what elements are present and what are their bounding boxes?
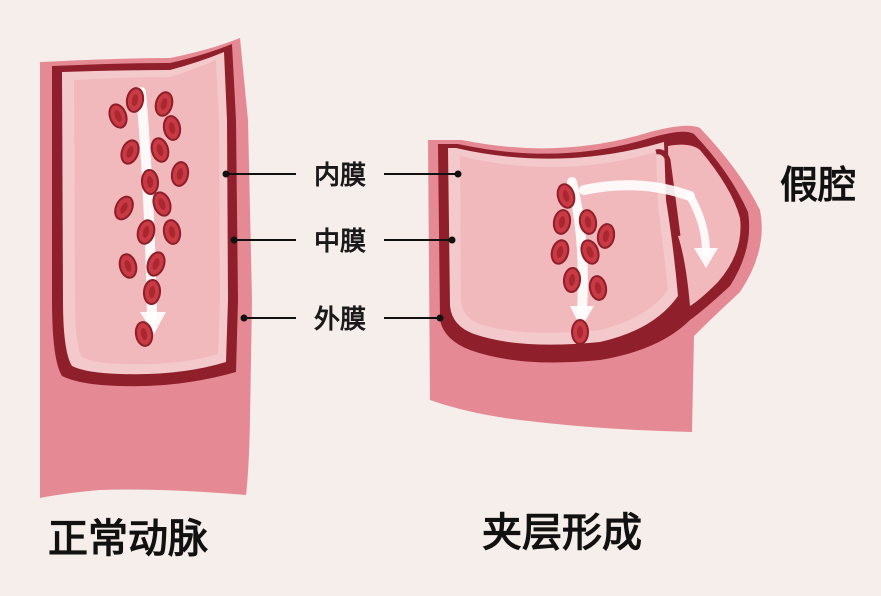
blood-cell-center xyxy=(146,176,154,188)
dissection-blood-cells xyxy=(550,183,616,345)
blood-cell-center xyxy=(148,286,156,298)
blood-cell-center xyxy=(131,94,139,106)
blood-cell-center xyxy=(168,122,176,134)
blood-cell-center xyxy=(120,202,128,214)
intima-leader-left-dot xyxy=(222,170,230,178)
blood-cell-center xyxy=(124,260,132,272)
blood-cell-center xyxy=(577,326,583,338)
blood-cell-center xyxy=(602,230,610,242)
media-leader-right-dot xyxy=(448,236,456,244)
label-normal-artery: 正常动脉 xyxy=(48,516,209,562)
adventitia-leader-left-dot xyxy=(240,314,248,322)
blood-cell-center xyxy=(176,168,184,180)
label-dissection-formation: 夹层形成 xyxy=(482,510,642,556)
blood-cell-center xyxy=(142,226,150,238)
blood-cell-center xyxy=(584,216,592,228)
blood-cell-center xyxy=(156,144,164,156)
blood-cell-center xyxy=(126,146,134,158)
label-adventitia: 外膜 xyxy=(314,305,366,335)
normal-artery-illustration xyxy=(40,38,252,498)
blood-cell-center xyxy=(568,274,576,286)
adventitia-leader-right-dot xyxy=(436,314,444,322)
label-intima: 内膜 xyxy=(314,161,366,191)
blood-cell-center xyxy=(114,110,122,122)
blood-cell-center xyxy=(558,216,566,228)
blood-cell-center xyxy=(158,198,166,210)
label-media: 中膜 xyxy=(314,227,366,257)
blood-cell-center xyxy=(168,226,176,238)
label-false-lumen: 假腔 xyxy=(780,163,856,207)
intima-leader-right-dot xyxy=(454,170,462,178)
blood-cell-center xyxy=(586,246,594,258)
intimal-flap xyxy=(655,149,681,237)
media-leader-left-dot xyxy=(230,236,238,244)
leader-lines xyxy=(222,170,462,322)
blood-cell-center xyxy=(594,282,602,294)
blood-cell-center xyxy=(562,190,570,202)
blood-cell-center xyxy=(140,328,148,340)
blood-cell-center xyxy=(556,246,564,258)
blood-cell-center xyxy=(160,98,168,110)
normal-artery-blood-cells xyxy=(108,87,190,347)
blood-cell-center xyxy=(152,258,160,270)
